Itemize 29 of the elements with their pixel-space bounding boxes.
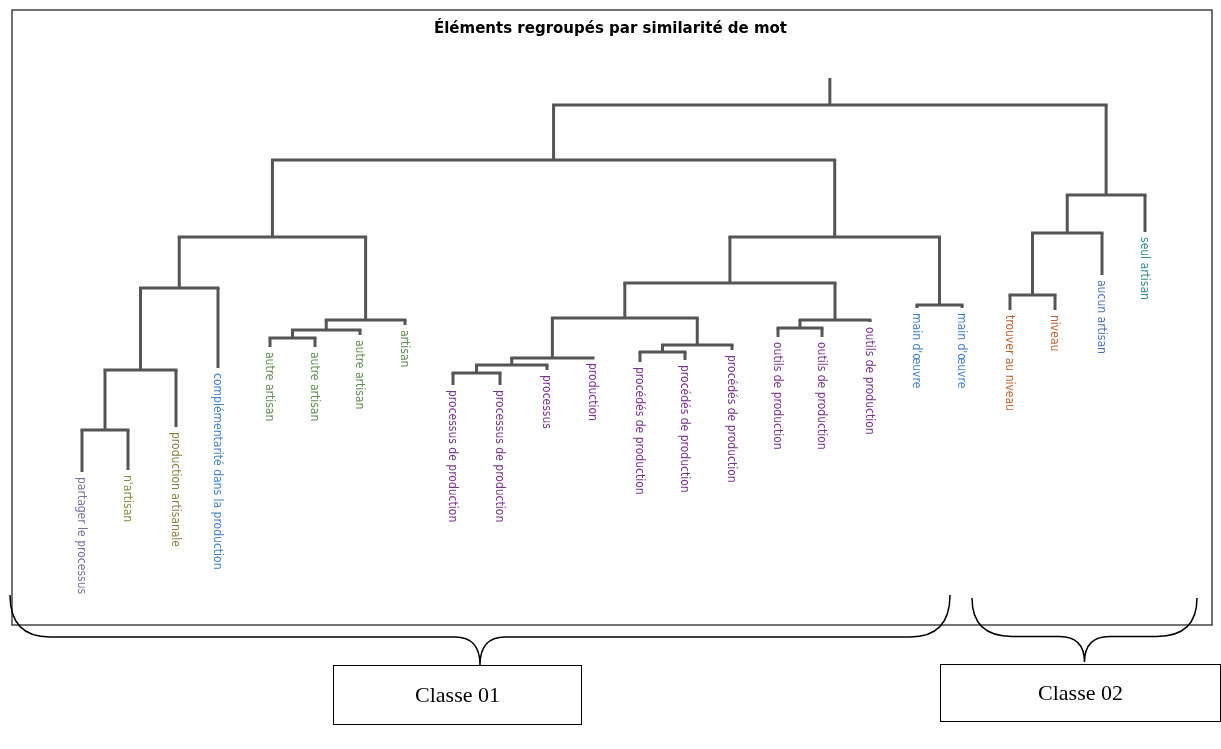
leaf-label: production artisanale xyxy=(169,432,183,547)
leaf-label: outils de production xyxy=(771,342,785,450)
leaf-label: procédés de production xyxy=(725,355,739,483)
leaf-label: procédés de production xyxy=(633,367,647,495)
leaf-label: main d'œuvre xyxy=(910,313,924,389)
leaf-label: autre artisan xyxy=(353,340,367,410)
class-box xyxy=(333,665,582,725)
leaf-label: processus de production xyxy=(446,390,460,523)
leaf-label: production xyxy=(586,363,600,421)
leaf-label: seul artisan xyxy=(1138,237,1152,300)
class-box xyxy=(940,664,1221,722)
leaf-label: outils de production xyxy=(863,327,877,435)
leaf-label: niveau xyxy=(1048,315,1062,352)
chart-title: Éléments regroupés par similarité de mot xyxy=(432,19,788,37)
leaf-label: complémentarité dans la production xyxy=(211,373,225,570)
leaf-label: procédés de production xyxy=(678,365,692,493)
leaf-label: processus de production xyxy=(493,390,507,523)
leaf-label: trouver au niveau xyxy=(1003,315,1017,411)
class-label: Classe 01 xyxy=(415,682,500,708)
leaf-label: autre artisan xyxy=(263,352,277,422)
leaf-label: processus xyxy=(540,375,554,429)
leaf-label: outils de production xyxy=(815,342,829,450)
leaf-label: n'artisan xyxy=(121,475,135,523)
leaf-label: aucun artisan xyxy=(1095,280,1109,354)
leaf-label: partager le processus xyxy=(75,477,89,595)
class-label: Classe 02 xyxy=(1038,680,1123,706)
leaf-label: main d'œuvre xyxy=(955,313,969,389)
leaf-label: autre artisan xyxy=(308,352,322,422)
leaf-label: artisan xyxy=(398,330,412,368)
